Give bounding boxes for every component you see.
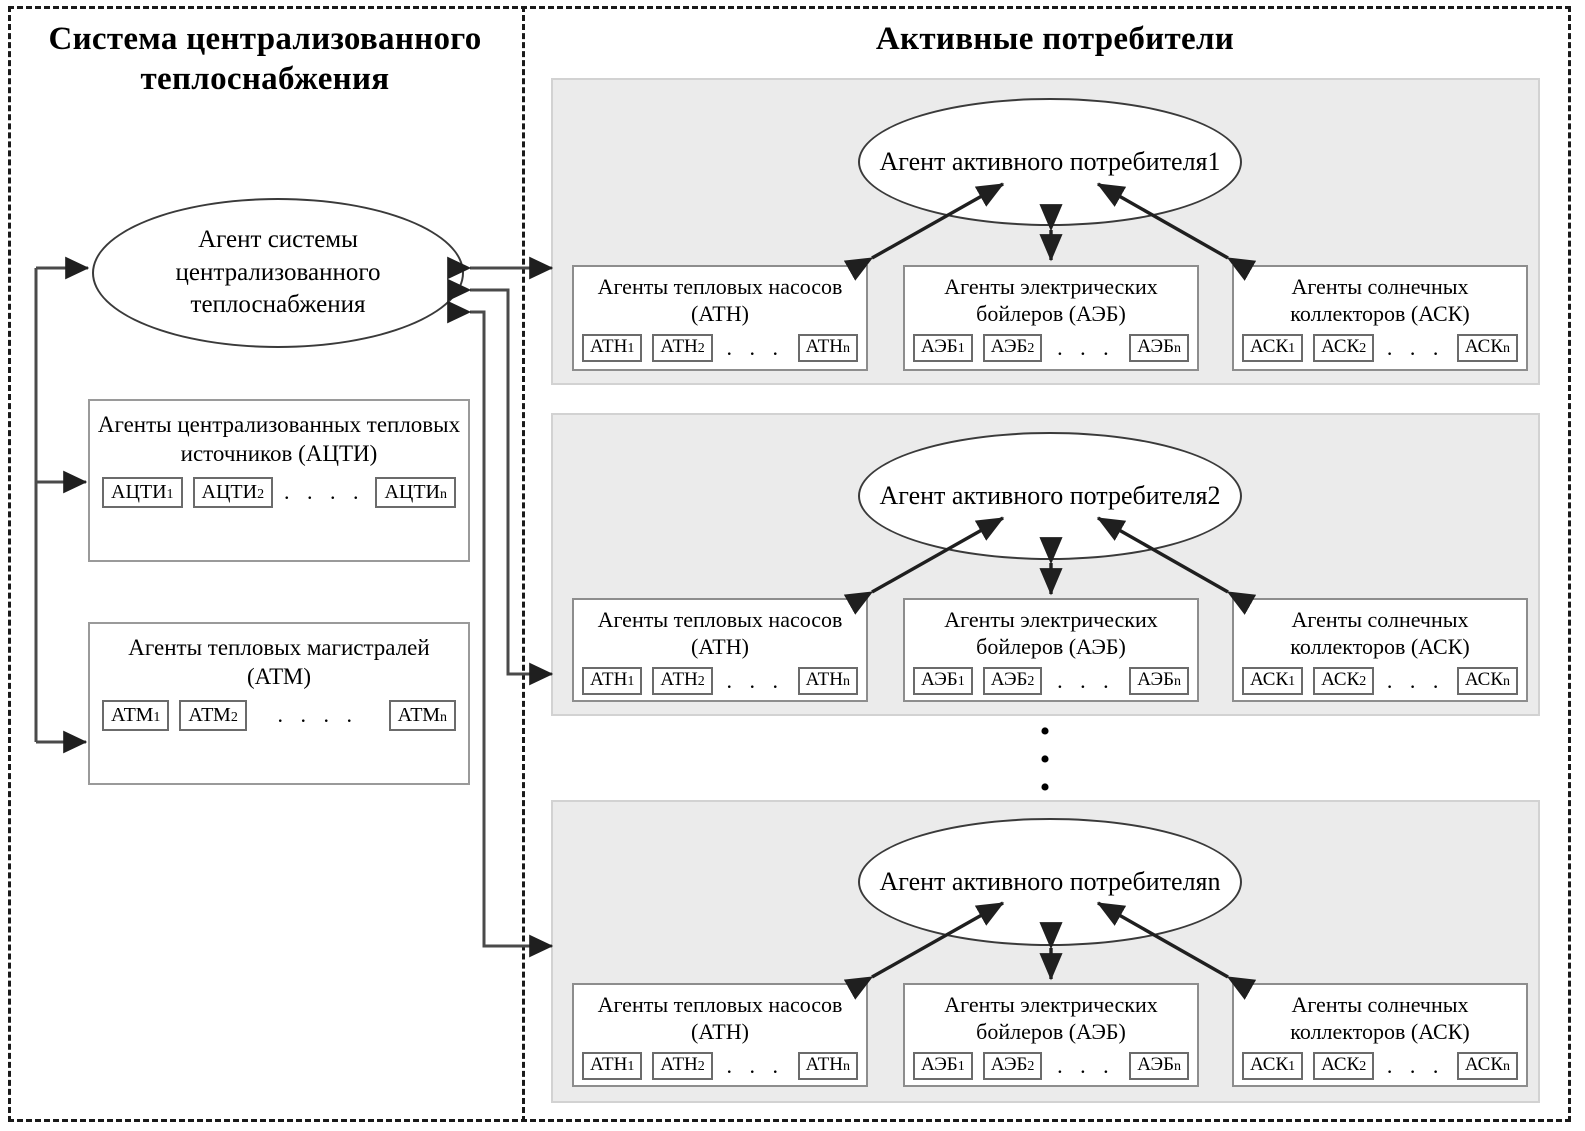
chip-ask-1-2[interactable]: АСК2	[1313, 333, 1375, 362]
chip-ellipsis-aeb-3: . . .	[1057, 1052, 1115, 1078]
chip-ask-2-1[interactable]: АСК1	[1242, 666, 1304, 695]
chip-ellipsis-actsi: . . . .	[284, 479, 365, 505]
chip-ellipsis-atn-2: . . .	[726, 667, 784, 693]
chip-ellipsis-ask-1: . . .	[1386, 334, 1445, 360]
chip-ask-3-n[interactable]: АСКn	[1456, 1051, 1518, 1080]
chip-row-ask-3: АСК1 АСК2 . . . АСКn	[1234, 1046, 1526, 1087]
chip-atm-1[interactable]: АТМ1	[102, 699, 170, 731]
chip-row-actsi: АЦТИ1 АЦТИ2 . . . . АЦТИn	[90, 469, 468, 518]
vertical-ellipsis: • • •	[1039, 715, 1051, 804]
box-electric-boilers-3[interactable]: Агенты электрических бойлеров (АЭБ) АЭБ1…	[903, 983, 1199, 1087]
chip-ellipsis-aeb-2: . . .	[1057, 667, 1115, 693]
chip-atn-2-1[interactable]: АТН1	[582, 666, 643, 695]
chip-ask-2-n[interactable]: АСКn	[1456, 666, 1518, 695]
vertical-dashed-divider	[522, 6, 525, 1122]
chip-row-aeb-3: АЭБ1 АЭБ2 . . . АЭБn	[905, 1046, 1197, 1087]
chip-ellipsis-ask-3: . . .	[1386, 1052, 1445, 1078]
chip-row-aeb-2: АЭБ1 АЭБ2 . . . АЭБn	[905, 661, 1197, 702]
box-heat-pumps-title-2: Агенты тепловых насосов (АТН)	[597, 607, 843, 659]
chip-atn-1-1[interactable]: АТН1	[582, 333, 643, 362]
chip-actsi-n[interactable]: АЦТИn	[375, 476, 456, 508]
chip-atn-1-2[interactable]: АТН2	[652, 333, 713, 362]
chip-ask-3-2[interactable]: АСК2	[1313, 1051, 1375, 1080]
box-heat-pumps-2[interactable]: Агенты тепловых насосов (АТН) АТН1 АТН2 …	[572, 598, 868, 702]
box-solar-collectors-1[interactable]: Агенты солнечных коллекторов (АСК) АСК1 …	[1232, 265, 1528, 371]
box-electric-boilers-2[interactable]: Агенты электрических бойлеров (АЭБ) АЭБ1…	[903, 598, 1199, 702]
active-consumer-agent-label-1: Агент активного потребителя1	[879, 147, 1221, 177]
chip-ask-1-1[interactable]: АСК1	[1242, 333, 1304, 362]
chip-row-atm: АТМ1 АТМ2 . . . . АТМn	[90, 692, 468, 741]
chip-atm-2[interactable]: АТМ2	[179, 699, 247, 731]
chip-ellipsis-aeb-1: . . .	[1057, 334, 1115, 360]
chip-ellipsis-atn-3: . . .	[726, 1052, 784, 1078]
chip-aeb-3-n[interactable]: АЭБn	[1129, 1051, 1189, 1080]
chip-aeb-1-1[interactable]: АЭБ1	[913, 333, 973, 362]
chip-atn-2-2[interactable]: АТН2	[652, 666, 713, 695]
chip-atn-2-n[interactable]: АТНn	[797, 666, 858, 695]
chip-row-atn-3: АТН1 АТН2 . . . АТНn	[574, 1046, 866, 1087]
chip-aeb-2-2[interactable]: АЭБ2	[982, 666, 1043, 695]
chip-ask-2-2[interactable]: АСК2	[1313, 666, 1375, 695]
chip-atn-3-2[interactable]: АТН2	[652, 1051, 713, 1080]
active-consumer-agent-ellipse-2[interactable]: Агент активного потребителя2	[858, 432, 1242, 560]
box-heat-mains[interactable]: Агенты тепловых магистралей (АТМ) АТМ1 А…	[88, 622, 470, 785]
chip-ellipsis-ask-2: . . .	[1386, 667, 1445, 693]
active-consumer-agent-label-2: Агент активного потребителя2	[879, 481, 1221, 511]
box-solar-collectors-2[interactable]: Агенты солнечных коллекторов (АСК) АСК1 …	[1232, 598, 1528, 702]
box-electric-boilers-1[interactable]: Агенты электрических бойлеров (АЭБ) АЭБ1…	[903, 265, 1199, 371]
system-agent-ellipse[interactable]: Агент системы централизованного теплосна…	[92, 198, 464, 348]
box-heat-pumps-title-3: Агенты тепловых насосов (АТН)	[597, 992, 843, 1044]
chip-row-ask-1: АСК1 АСК2 . . . АСКn	[1234, 328, 1526, 369]
active-consumer-agent-label-3: Агент активного потребителяn	[879, 867, 1221, 897]
chip-aeb-2-1[interactable]: АЭБ1	[913, 666, 973, 695]
chip-actsi-1[interactable]: АЦТИ1	[102, 476, 183, 508]
outer-dashed-frame	[8, 6, 1571, 1122]
box-solar-collectors-title-1: Агенты солнечных коллекторов (АСК)	[1290, 274, 1470, 326]
active-consumer-agent-ellipse-3[interactable]: Агент активного потребителяn	[858, 818, 1242, 946]
system-agent-label: Агент системы централизованного теплосна…	[175, 226, 381, 319]
box-heat-pumps-1[interactable]: Агенты тепловых насосов (АТН) АТН1 АТН2 …	[572, 265, 868, 371]
chip-row-atn-2: АТН1 АТН2 . . . АТНn	[574, 661, 866, 702]
chip-aeb-1-n[interactable]: АЭБn	[1129, 333, 1189, 362]
box-heat-pumps-3[interactable]: Агенты тепловых насосов (АТН) АТН1 АТН2 …	[572, 983, 868, 1087]
chip-ellipsis-atn-1: . . .	[726, 334, 784, 360]
chip-ask-3-1[interactable]: АСК1	[1242, 1051, 1304, 1080]
chip-row-atn-1: АТН1 АТН2 . . . АТНn	[574, 328, 866, 369]
chip-atn-3-n[interactable]: АТНn	[797, 1051, 858, 1080]
active-consumer-agent-ellipse-1[interactable]: Агент активного потребителя1	[858, 98, 1242, 226]
box-heat-pumps-title-1: Агенты тепловых насосов (АТН)	[597, 274, 843, 326]
left-panel-title: Система централизованного теплоснабжения	[48, 21, 482, 97]
box-solar-collectors-title-3: Агенты солнечных коллекторов (АСК)	[1290, 992, 1470, 1044]
chip-row-aeb-1: АЭБ1 АЭБ2 . . . АЭБn	[905, 328, 1197, 369]
right-panel-title: Активные потребители	[875, 21, 1235, 57]
chip-atm-n[interactable]: АТМn	[388, 699, 456, 731]
chip-aeb-3-1[interactable]: АЭБ1	[913, 1051, 973, 1080]
box-central-heat-sources[interactable]: Агенты централизованных тепловых источни…	[88, 399, 470, 562]
chip-aeb-3-2[interactable]: АЭБ2	[982, 1051, 1043, 1080]
chip-aeb-2-n[interactable]: АЭБn	[1129, 666, 1189, 695]
box-central-heat-sources-title: Агенты централизованных тепловых источни…	[97, 412, 461, 466]
box-electric-boilers-title-1: Агенты электрических бойлеров (АЭБ)	[944, 274, 1158, 326]
chip-atn-1-n[interactable]: АТНn	[797, 333, 858, 362]
box-electric-boilers-title-3: Агенты электрических бойлеров (АЭБ)	[944, 992, 1158, 1044]
chip-aeb-1-2[interactable]: АЭБ2	[982, 333, 1043, 362]
box-solar-collectors-3[interactable]: Агенты солнечных коллекторов (АСК) АСК1 …	[1232, 983, 1528, 1087]
box-electric-boilers-title-2: Агенты электрических бойлеров (АЭБ)	[944, 607, 1158, 659]
box-heat-mains-title: Агенты тепловых магистралей (АТМ)	[128, 635, 430, 689]
chip-row-ask-2: АСК1 АСК2 . . . АСКn	[1234, 661, 1526, 702]
box-solar-collectors-title-2: Агенты солнечных коллекторов (АСК)	[1290, 607, 1470, 659]
chip-actsi-2[interactable]: АЦТИ2	[192, 476, 274, 508]
chip-ellipsis-atm: . . . .	[277, 702, 358, 728]
chip-atn-3-1[interactable]: АТН1	[582, 1051, 643, 1080]
chip-ask-1-n[interactable]: АСКn	[1456, 333, 1518, 362]
